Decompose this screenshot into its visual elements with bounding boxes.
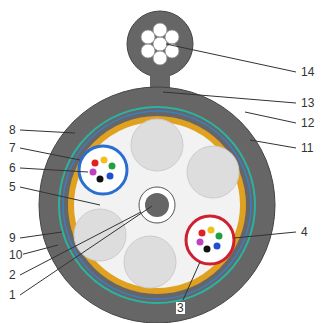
callout-number: 10 [8, 249, 23, 261]
callout-number: 9 [8, 232, 17, 244]
callout-number: 4 [300, 226, 309, 238]
callout-number: 5 [8, 181, 17, 193]
callout-number: 13 [300, 97, 315, 109]
callout-number: 12 [300, 117, 315, 129]
callout-number: 2 [8, 269, 17, 281]
callout-number: 11 [300, 142, 314, 154]
callout-number: 6 [8, 162, 17, 174]
callout-number: 7 [8, 142, 17, 154]
callout-number: 3 [176, 302, 185, 314]
callout-number: 14 [300, 66, 315, 78]
callout-number: 8 [8, 124, 17, 136]
callout-number: 1 [8, 289, 17, 301]
